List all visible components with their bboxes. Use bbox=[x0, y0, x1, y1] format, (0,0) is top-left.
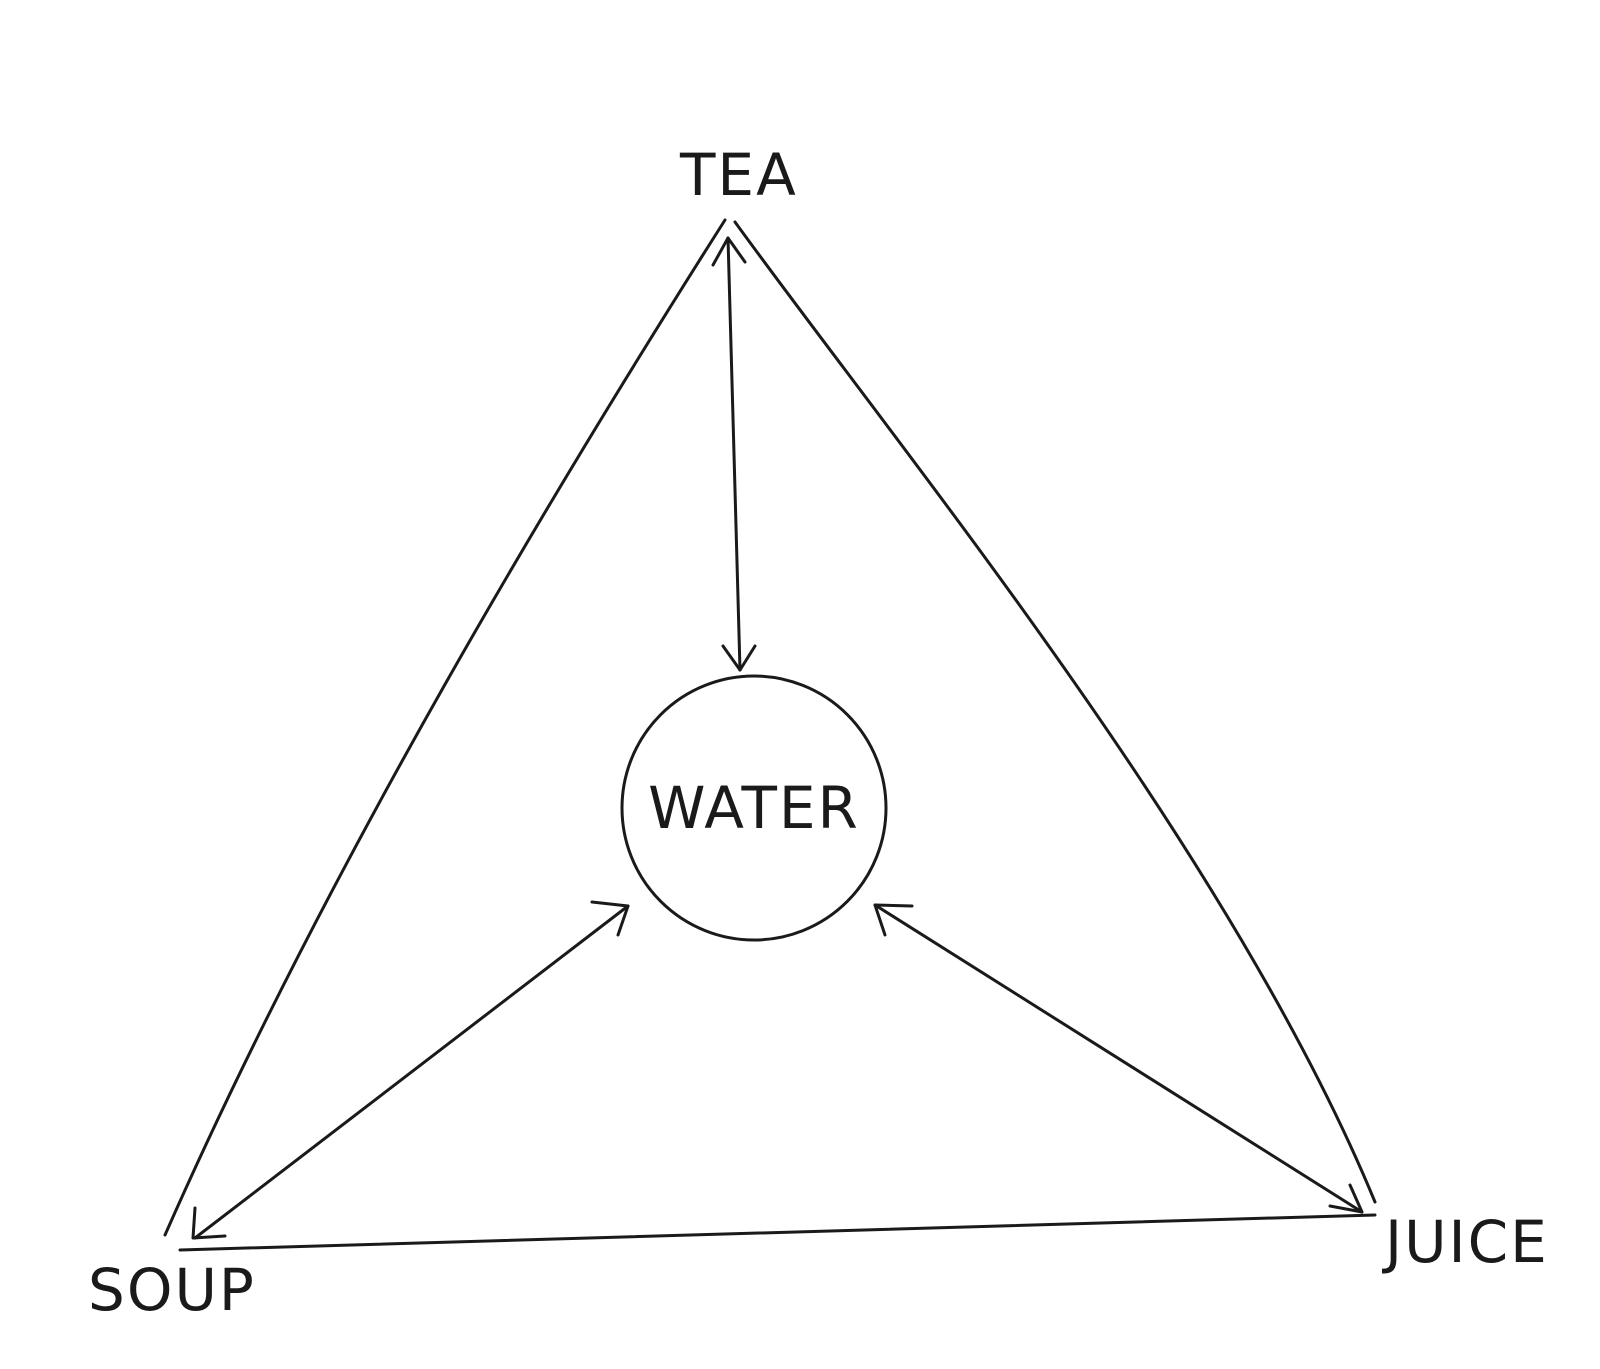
node-label-tea: TEA bbox=[679, 141, 798, 209]
arrow-tea-water bbox=[711, 236, 757, 672]
node-label-juice: JUICE bbox=[1382, 1208, 1549, 1276]
edge-tea-soup bbox=[163, 218, 727, 1237]
node-label-water: WATER bbox=[648, 774, 860, 842]
water-circle bbox=[620, 674, 888, 942]
edge-tea-juice bbox=[733, 220, 1377, 1204]
arrow-juice-water bbox=[873, 903, 1364, 1214]
edge-soup-juice bbox=[178, 1213, 1377, 1252]
node-label-soup: SOUP bbox=[88, 1256, 256, 1324]
arrow-soup-water bbox=[191, 900, 630, 1240]
